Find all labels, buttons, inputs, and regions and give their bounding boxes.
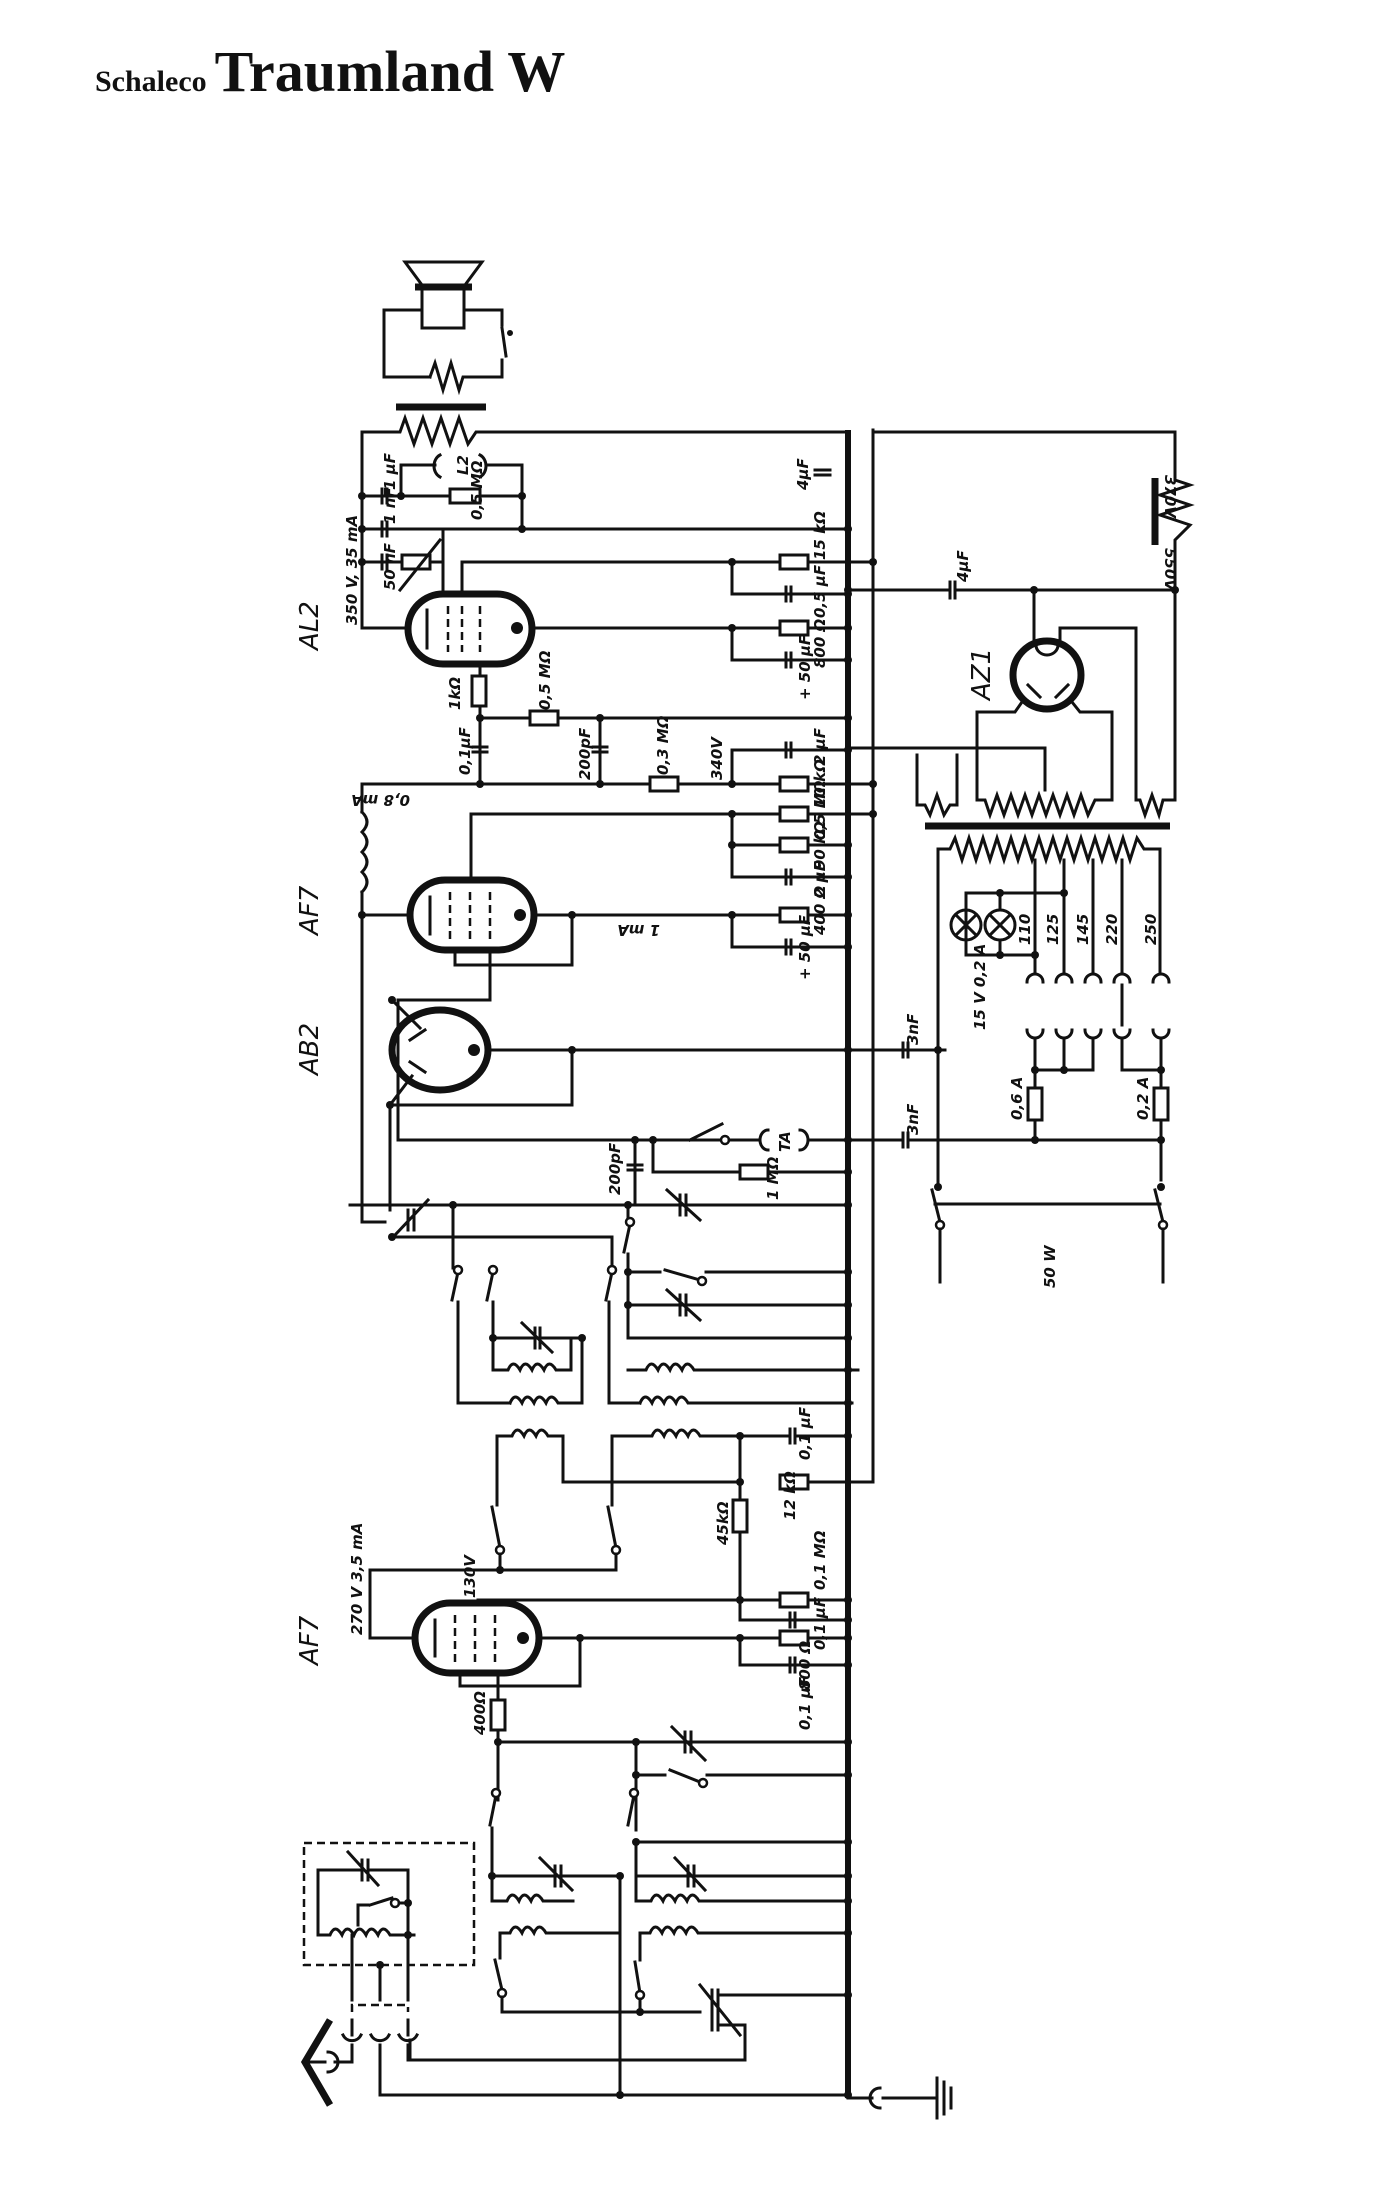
label-c-01uF-c: 0,1 µF [811,1596,829,1650]
tube-label-af7-audio: AF7 [295,885,325,937]
label-r-1k: 1kΩ [446,677,464,710]
label-r-10k: 10 kΩ [811,759,829,808]
label-current-08mA: 0,8 mA [351,791,410,809]
label-current-1mA: 1 mA [617,921,660,939]
label-c-01uF: 0,1µF [456,726,474,775]
label-c-3nF-a: 3nF [904,1013,922,1045]
label-r-400-rf: 400Ω [471,1691,489,1736]
tube-label-az1: AZ1 [967,648,997,702]
label-c-05uF: 0,5 µF [811,564,829,618]
tube-label-af7-rf: AF7 [295,1615,325,1667]
label-tap-220: 220 [1103,914,1121,945]
label-c-50uF-a: + 50 µF [796,634,814,700]
label-r-05M-tone: 0,5 MΩ [468,460,486,520]
tube-az1 [975,637,1114,802]
capacitor-50nF [380,553,389,571]
label-tap-110: 110 [1016,914,1034,945]
label-r-05M-grid: 0,5 MΩ [536,650,554,710]
antenna-icon [300,2018,340,2107]
label-al2-anode: 350 V, 35 mA [343,515,361,625]
power-supply [844,430,1195,1284]
label-tap-250: 250 [1142,914,1160,945]
label-c-2uF-b: 2 µF [811,860,829,898]
label-r-800: 800 Ω [811,618,829,668]
mains-switch[interactable] [930,1048,1169,1284]
ground-icon [846,2076,953,2120]
label-c-200pF-a: 200pF [576,727,594,780]
label-r-15k: 15 kΩ [811,511,829,560]
label-c-01uF-b: 0,1 µF [796,1406,814,1460]
tube-ab2 [360,913,947,1224]
label-c-4uF: 4µF [794,458,812,491]
pickup-input [626,1121,905,1207]
label-v-130: 130V [461,1554,479,1598]
label-c-4uF-rect: 4µF [954,550,972,583]
band-switch-mid [368,1427,875,1622]
label-v-340: 340V [708,736,726,780]
pilot-lamp-icon [949,889,1068,959]
band-switch-upper [348,1187,860,1407]
label-c-2uF-a: 2 µF [811,727,829,765]
capacitor-1nF [380,520,389,538]
label-l2: L2 [454,455,472,475]
tube-label-al2: AL2 [295,601,325,652]
antenna-coil-box [302,1841,852,2099]
tube-af7-audio [358,876,852,967]
label-pickup-ta: TA [776,1131,794,1152]
label-r-1M: 1 MΩ [764,1156,782,1200]
loudspeaker-icon [382,260,513,396]
tube-label-ab2: AB2 [295,1023,325,1077]
tube-al2 [360,560,734,678]
label-pilot-lamp: 15 V 0,2 A [971,944,989,1030]
label-power-50W: 50 W [1041,1244,1059,1288]
fuse-icon [1026,1068,1170,1182]
label-c-50uF-b: + 50 µF [796,914,814,980]
label-r-800-b: 800 Ω [796,1640,814,1690]
capacitor-1uF [380,487,389,505]
label-c-200pF-b: 200pF [606,1142,624,1195]
voltage-selector[interactable] [1025,972,1171,1074]
brand-name: Schaleco [95,65,207,98]
label-c-1nF: 1 nF [381,487,399,524]
label-fuse-06A: 0,6 A [1008,1077,1026,1120]
label-r-90k: 90 kΩ [811,821,829,870]
tone-network [358,452,850,593]
capacitor-4uF [813,468,832,477]
label-c-01uF-d: 0,1 µF [796,1676,814,1730]
label-tap-145: 145 [1074,914,1092,945]
label-v-550: 550V [1161,548,1179,592]
label-tap-125: 125 [1044,914,1062,945]
label-fuse-02A: 0,2 A [1134,1077,1152,1120]
label-r-01M: 0,1 MΩ [811,1530,829,1590]
model-name: Traumland W [214,39,566,104]
label-c-1uF: 1 µF [381,452,399,490]
tube-af7-rf [368,1591,852,1802]
bias-ladder [359,525,877,914]
label-r-05M-b: 0,5 MΩ [811,780,829,840]
choke-inductor [359,809,369,914]
label-r-400: 400 Ω [811,885,829,936]
label-r-45k: 45kΩ [714,1501,732,1546]
label-r-12k: 12 kΩ [781,1471,799,1520]
label-af7-anode: 270 V 3,5 mA [348,1523,366,1635]
band-switch-lower [408,1724,852,2097]
label-r-03M: 0,3 MΩ [654,715,672,775]
label-c-50nF: 50 nF [381,542,399,590]
label-c-3nF-b: 3nF [904,1103,922,1135]
label-v-370: 370V [1161,475,1179,519]
